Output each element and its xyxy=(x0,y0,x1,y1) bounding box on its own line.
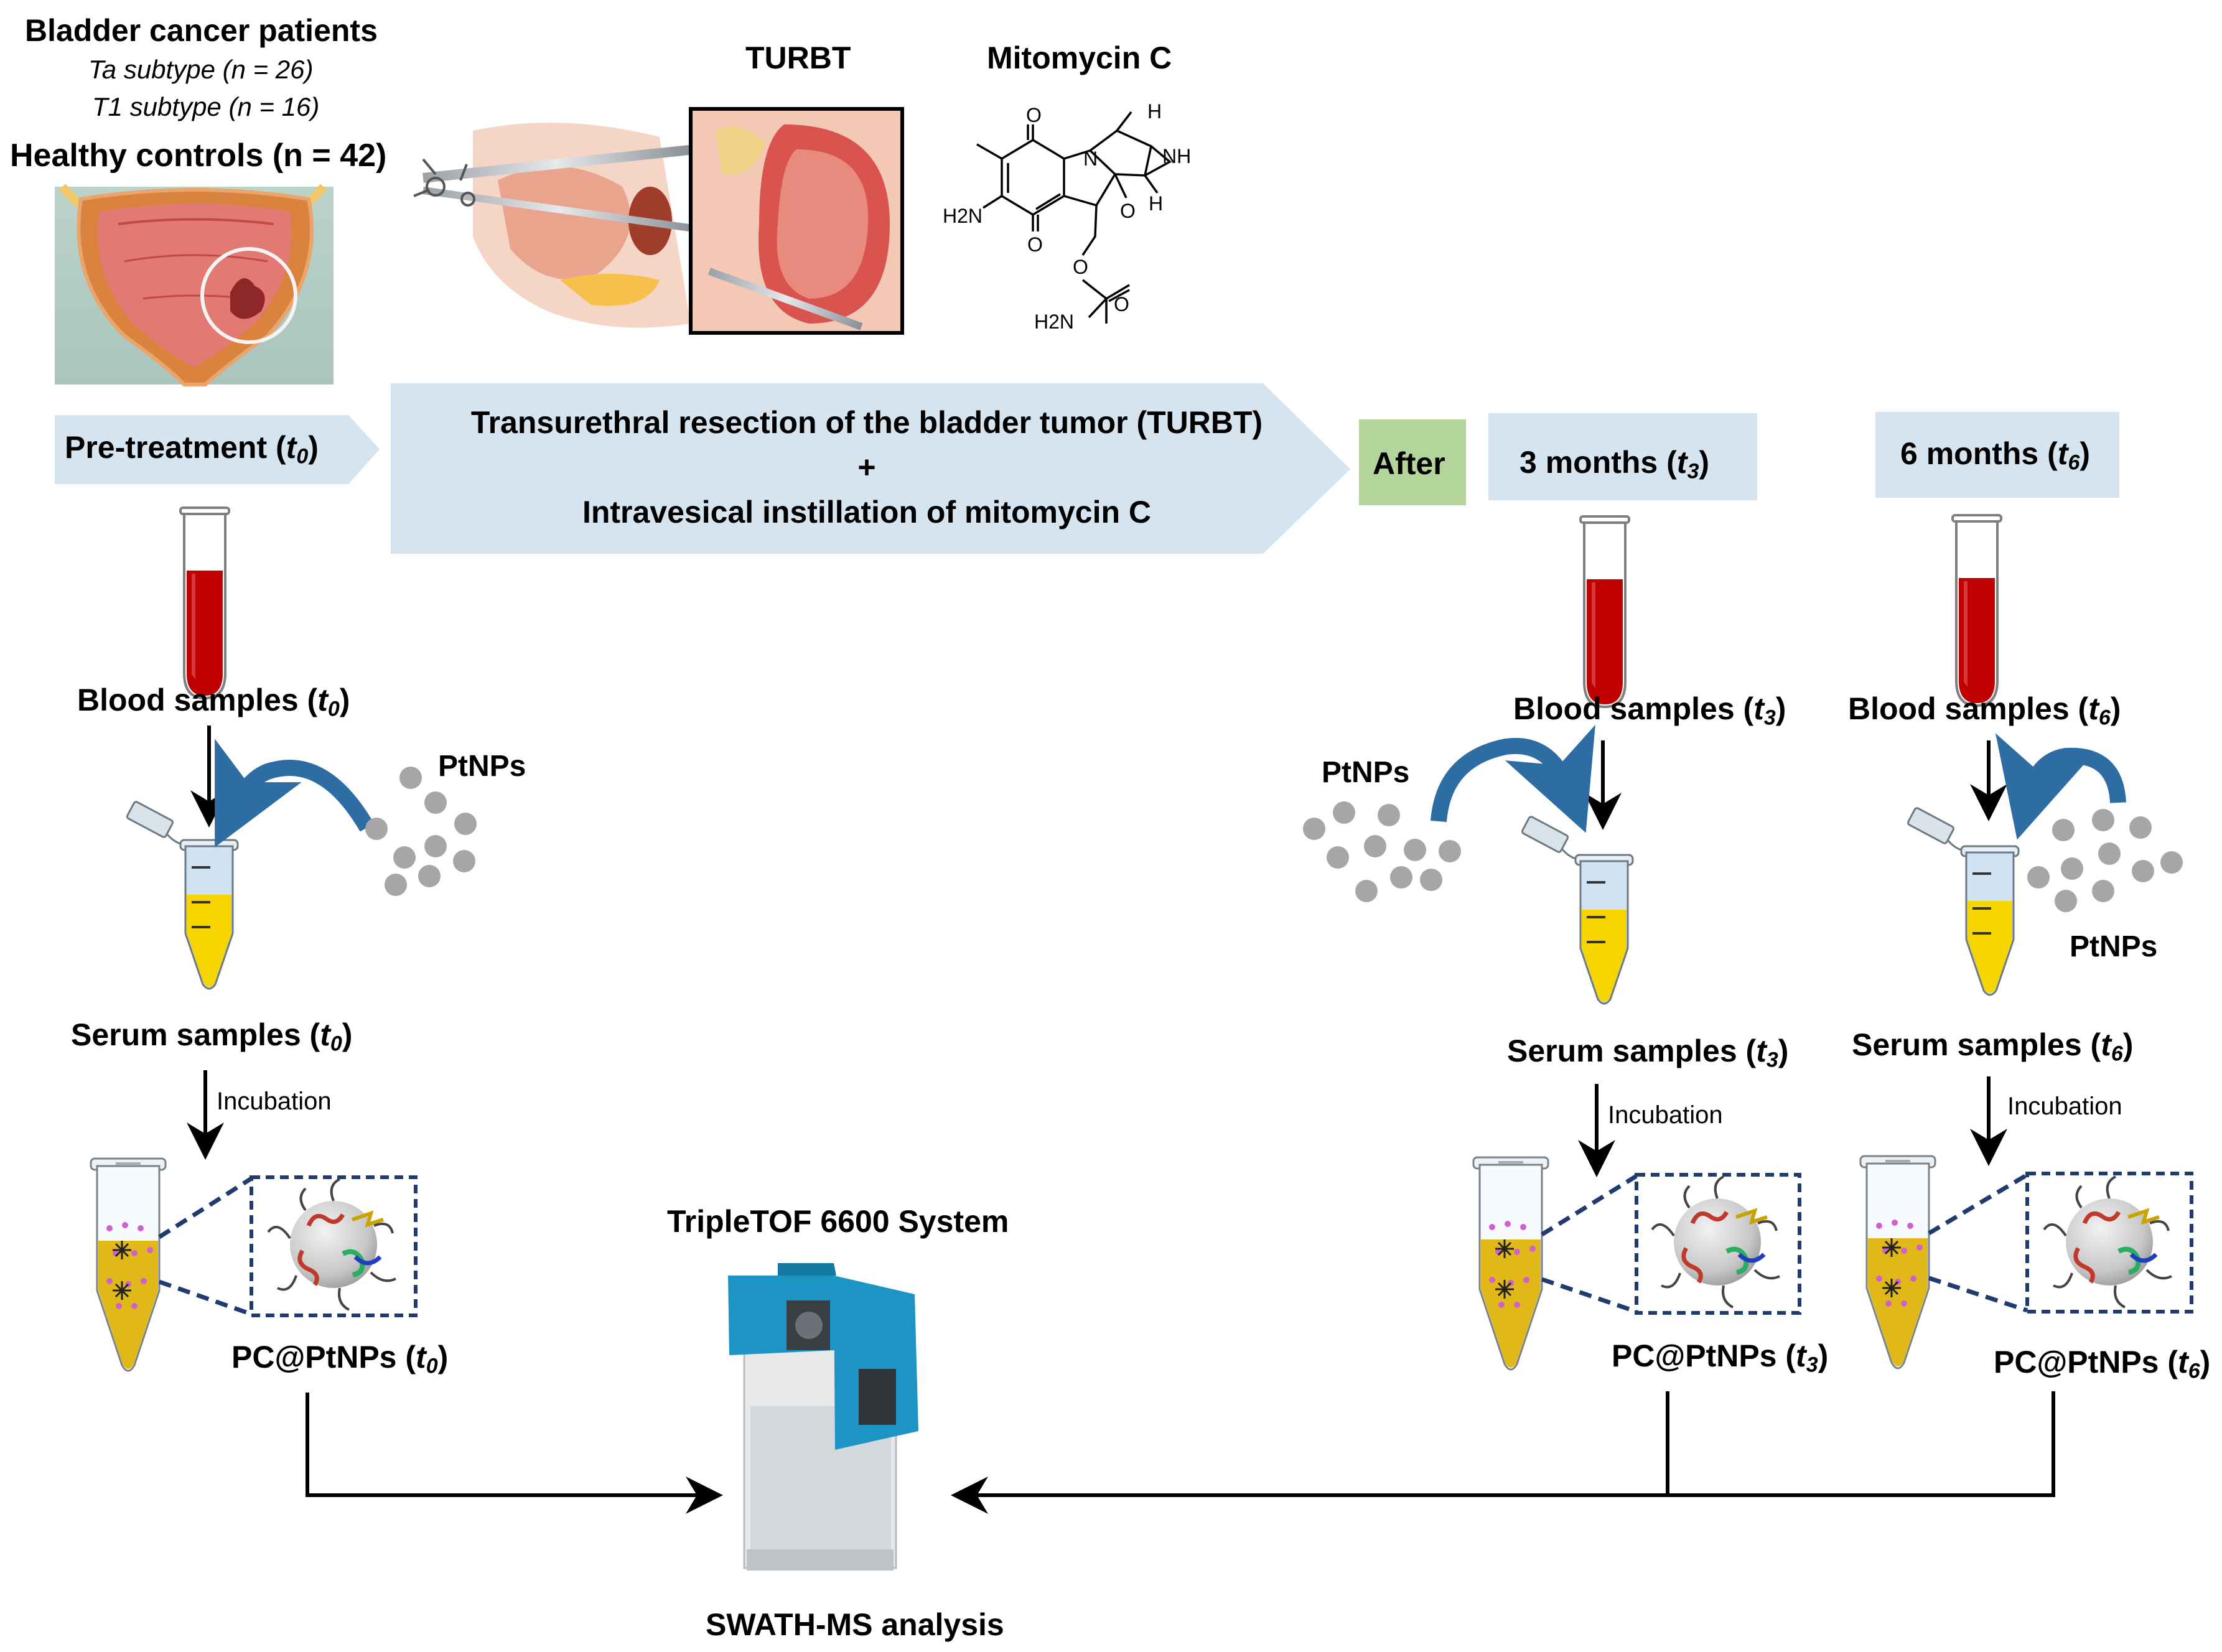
ta-subtype-label: Ta subtype (n = 26) xyxy=(88,55,314,84)
treatment-plus: + xyxy=(857,450,876,485)
blood-tube-t0 xyxy=(179,506,230,699)
atom-o-carbonyl: O xyxy=(1114,293,1129,315)
ptnps-label-t6: PtNPs xyxy=(2070,930,2158,963)
healthy-controls-title: Healthy controls (n = 42) xyxy=(10,138,387,174)
corona-tube-t0 xyxy=(90,1157,167,1372)
three-months-box xyxy=(1488,413,1757,500)
atom-o-carbamate: O xyxy=(1073,256,1088,278)
ptnps-cluster-t3 xyxy=(1303,801,1461,902)
incubation-label-t6: Incubation xyxy=(2007,1093,2122,1120)
ptnps-cluster-t6 xyxy=(2027,809,2183,912)
t1-subtype-label: T1 subtype (n = 16) xyxy=(92,92,320,121)
ptnps-curved-arrow-t6 xyxy=(1995,733,2126,840)
incubation-label-t3: Incubation xyxy=(1608,1101,1723,1129)
treatment-line-2: Intravesical instillation of mitomycin C xyxy=(582,495,1152,530)
mitomycin-atom-labels: O O H2N N H NH H O O O H2N xyxy=(943,100,1191,333)
atom-nh: NH xyxy=(1162,145,1191,167)
atom-h-top: H xyxy=(1147,100,1162,123)
pc-ptnps-t3-label: PC@PtNPs (t3) xyxy=(1612,1338,1829,1377)
instrument-label: TripleTOF 6600 System xyxy=(667,1204,1009,1239)
serum-tube-t3 xyxy=(1520,814,1634,1005)
corona-tube-t6 xyxy=(1859,1155,1936,1370)
after-box xyxy=(1359,419,1466,505)
pc-ptnps-t0-label: PC@PtNPs (t0) xyxy=(231,1340,449,1378)
blood-tube-t6 xyxy=(1951,514,2002,707)
bladder-cancer-patients-title: Bladder cancer patients xyxy=(25,13,378,48)
turbt-title: TURBT xyxy=(745,40,851,75)
corona-tube-t3 xyxy=(1472,1156,1549,1371)
atom-o-bottom: O xyxy=(1027,233,1043,256)
connector-t3-t6 xyxy=(958,1391,2055,1495)
blood-samples-t0-label: Blood samples (t0) xyxy=(77,683,350,721)
six-months-box xyxy=(1875,412,2119,498)
treatment-line-1: Transurethral resection of the bladder t… xyxy=(470,405,1263,440)
mitomycin-structure xyxy=(976,111,1172,324)
ptnps-curved-arrow-t3 xyxy=(1431,724,1595,833)
swath-ms-label: SWATH-MS analysis xyxy=(706,1607,1004,1642)
connector-t0 xyxy=(306,1393,723,1514)
pc-ptnps-t6-label: PC@PtNPs (t6) xyxy=(1994,1345,2211,1383)
ptnps-label-t3: PtNPs xyxy=(1322,756,1410,789)
bladder-illustration xyxy=(55,184,334,386)
serum-tube-t6 xyxy=(1906,806,2020,996)
blood-tube-t3 xyxy=(1579,515,1630,708)
atom-o-top: O xyxy=(1026,104,1042,126)
atom-h2n-bottom: H2N xyxy=(1034,310,1074,333)
blood-samples-t6-label: Blood samples (t6) xyxy=(1848,691,2121,730)
ptnps-label-t0: PtNPs xyxy=(438,750,526,783)
serum-samples-t3-label: Serum samples (t3) xyxy=(1507,1034,1789,1072)
incubation-label-t0: Incubation xyxy=(217,1088,332,1115)
atom-h2n-left: H2N xyxy=(943,205,983,227)
ptnps-curved-arrow-t0 xyxy=(215,739,375,847)
pre-treatment-arrow-box xyxy=(55,415,380,484)
ptnps-cluster-t0 xyxy=(365,767,477,896)
mitomycin-title: Mitomycin C xyxy=(987,40,1172,75)
pre-treatment-label: Pre-treatment (t0) xyxy=(65,430,319,469)
after-label: After xyxy=(1373,446,1445,481)
blood-samples-t3-label: Blood samples (t3) xyxy=(1513,691,1786,730)
six-months-label: 6 months (t6) xyxy=(1900,436,2091,475)
atom-h-bottom: H xyxy=(1149,192,1163,215)
serum-samples-t6-label: Serum samples (t6) xyxy=(1852,1027,2134,1066)
turbt-illustration xyxy=(413,107,904,335)
atom-n-ring: N xyxy=(1083,147,1098,170)
mass-spectrometer xyxy=(728,1263,918,1570)
three-months-label: 3 months (t3) xyxy=(1519,445,1710,483)
treatment-arrow-box xyxy=(391,383,1350,554)
serum-samples-t0-label: Serum samples (t0) xyxy=(71,1017,353,1056)
atom-o-methoxy: O xyxy=(1120,200,1136,222)
serum-tube-t0 xyxy=(125,800,239,990)
